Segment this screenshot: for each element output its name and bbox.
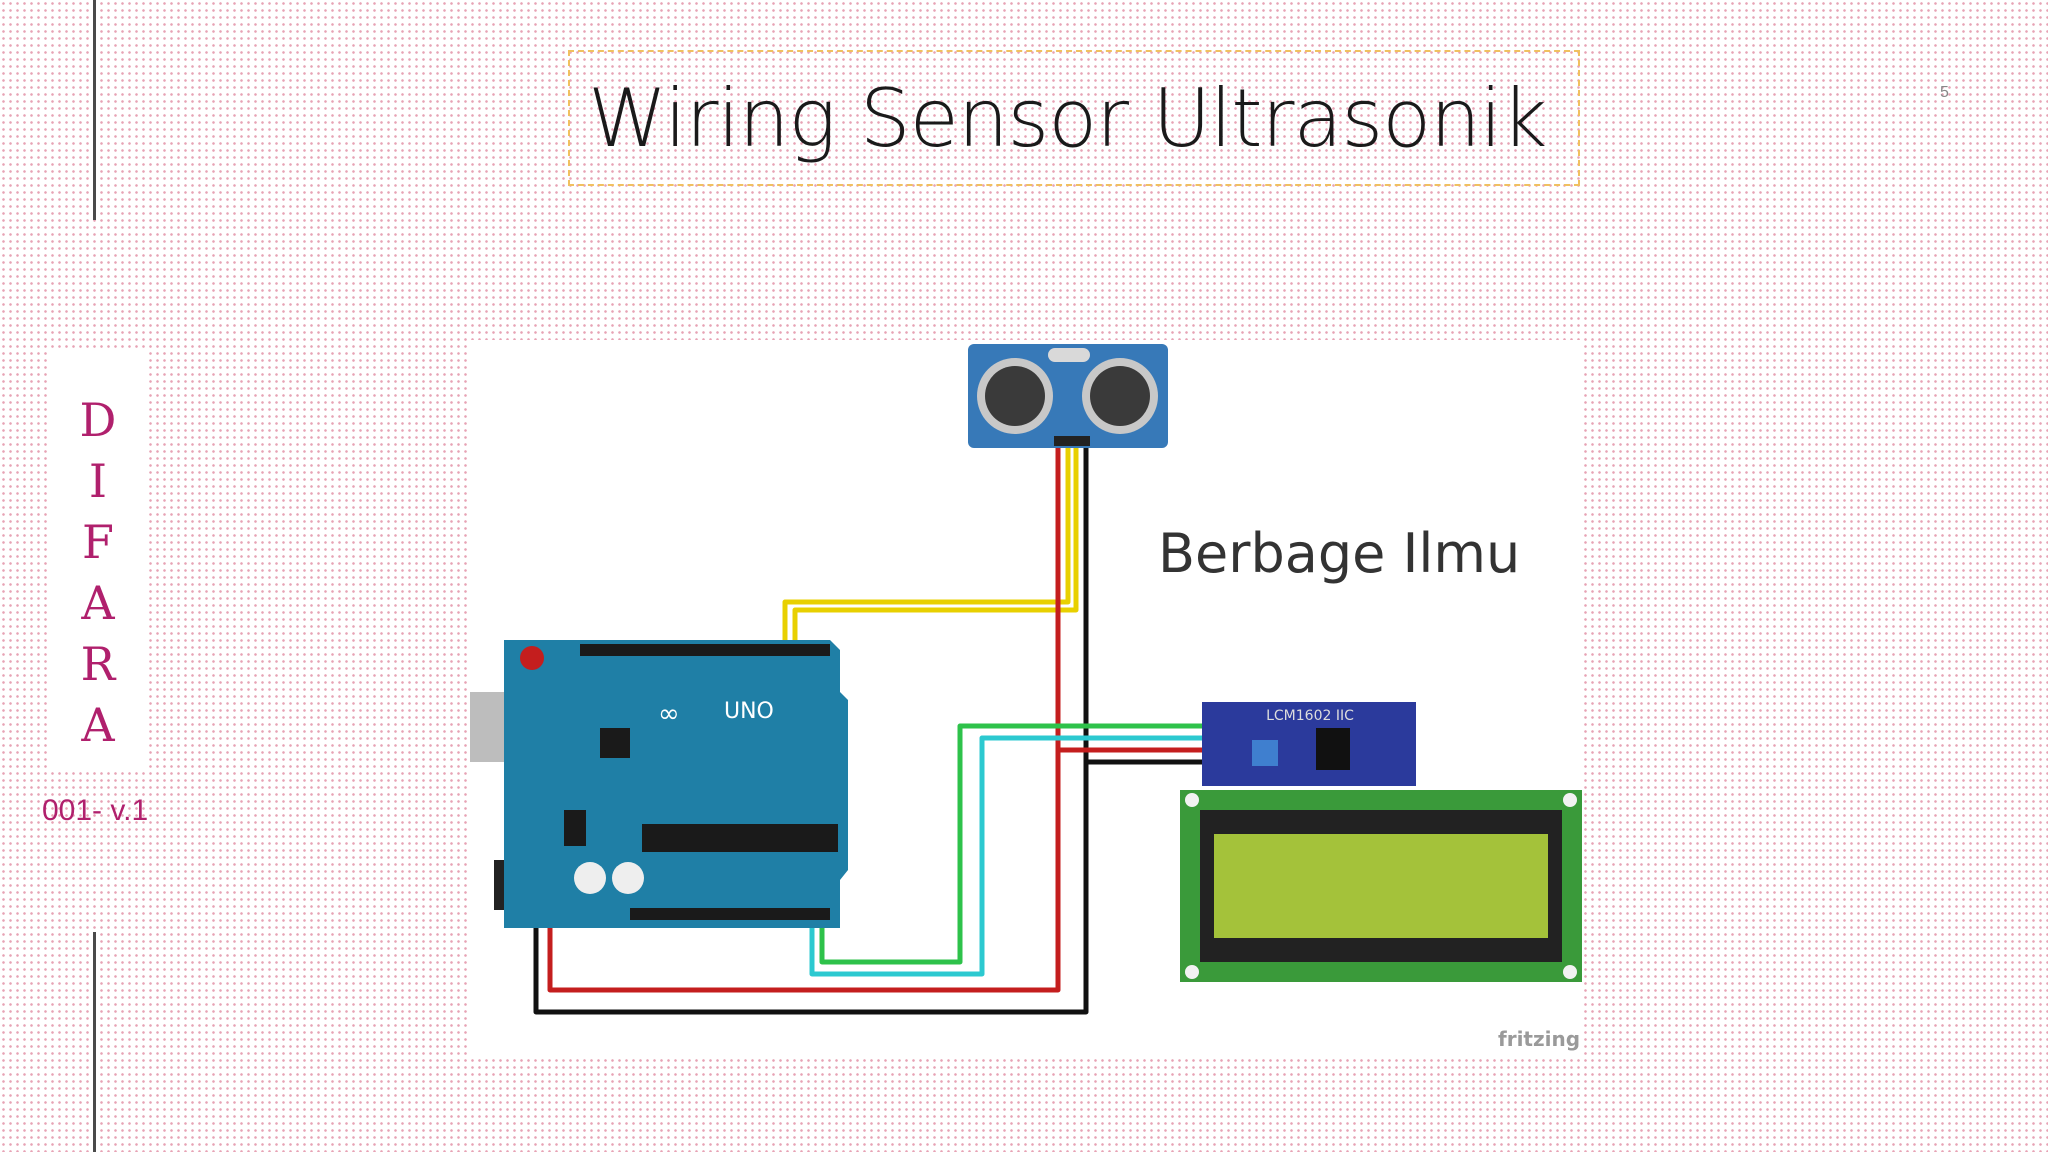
wiring-diagram: Berbage Ilmu ∞ UNO LCM1602 IIC [470, 340, 1582, 1056]
lcd-module-label: LCM1602 IIC [1266, 708, 1354, 724]
arduino-board: ∞ UNO [470, 640, 848, 928]
lcd-display [1180, 790, 1582, 982]
brand-letter: D [79, 393, 117, 447]
wire-vcc [547, 444, 1061, 993]
diagram-caption: Berbage Ilmu [1158, 522, 1520, 585]
wire-echo [792, 444, 1079, 660]
fritzing-watermark: fritzing [1498, 1027, 1580, 1051]
side-rule-top [93, 0, 96, 220]
brand-panel: D I F A R A [48, 350, 148, 770]
brand-letter: I [88, 454, 108, 508]
brand-letter: R [80, 637, 116, 691]
wire-trig [782, 444, 1071, 660]
wire-sda [819, 723, 1210, 965]
svg-text:∞: ∞ [658, 699, 680, 729]
page-number: 5 [1940, 84, 1949, 101]
brand-letter: A [81, 576, 115, 630]
ultrasonic-sensor [968, 344, 1168, 448]
wiring-diagram-svg: Berbage Ilmu ∞ UNO LCM1602 IIC [470, 344, 1582, 1051]
slide-title: Wiring Sensor Ultrasonik [588, 71, 1547, 165]
version-label: 001- v.1 [42, 794, 149, 827]
title-placeholder[interactable]: Wiring Sensor Ultrasonik [568, 50, 1580, 186]
board-label: UNO [724, 699, 774, 724]
wire-scl [809, 735, 1210, 977]
side-rule-bottom [93, 932, 96, 1152]
brand-letter: A [81, 698, 115, 752]
brand-letter: F [82, 515, 114, 569]
lcd-i2c-module: LCM1602 IIC [1202, 702, 1416, 786]
